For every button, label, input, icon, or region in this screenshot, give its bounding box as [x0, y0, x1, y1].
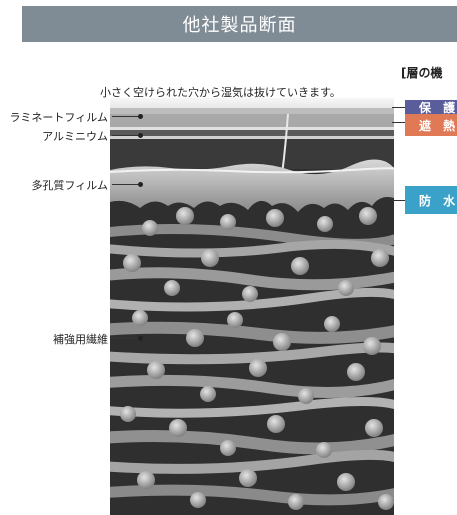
leader-line-laminate	[112, 116, 140, 117]
connector-heat-shield	[392, 122, 406, 123]
leader-dot-aluminium	[138, 133, 143, 138]
title-banner: 他社製品断面	[22, 6, 457, 42]
leader-dot-reinforcing-fiber	[138, 336, 143, 341]
photo-caption: 小さく空けられた穴から湿気は抜けていきます。	[100, 86, 341, 99]
page-title: 他社製品断面	[182, 15, 297, 36]
function-tag-waterproof: 防 水	[405, 186, 457, 214]
leader-line-aluminium	[112, 135, 140, 136]
layer-label-laminate: ラミネートフィルム	[9, 111, 108, 124]
function-tag-heat-shield: 遮 熱	[405, 114, 457, 136]
leader-line-porous-film	[112, 184, 140, 185]
connector-protect	[392, 107, 406, 108]
layer-label-aluminium: アルミニウム	[42, 130, 108, 143]
leader-dot-porous-film	[138, 182, 143, 187]
function-tag-protect: 保 護	[405, 100, 457, 114]
connector-waterproof	[392, 200, 406, 201]
layer-label-reinforcing-fiber: 補強用繊維	[53, 333, 108, 346]
layer-label-porous-film: 多孔質フィルム	[31, 179, 108, 192]
leader-line-reinforcing-fiber	[112, 338, 140, 339]
layer-function-title: [層の機	[401, 66, 443, 80]
leader-dot-laminate	[138, 114, 143, 119]
cross-section-photo	[110, 98, 394, 515]
